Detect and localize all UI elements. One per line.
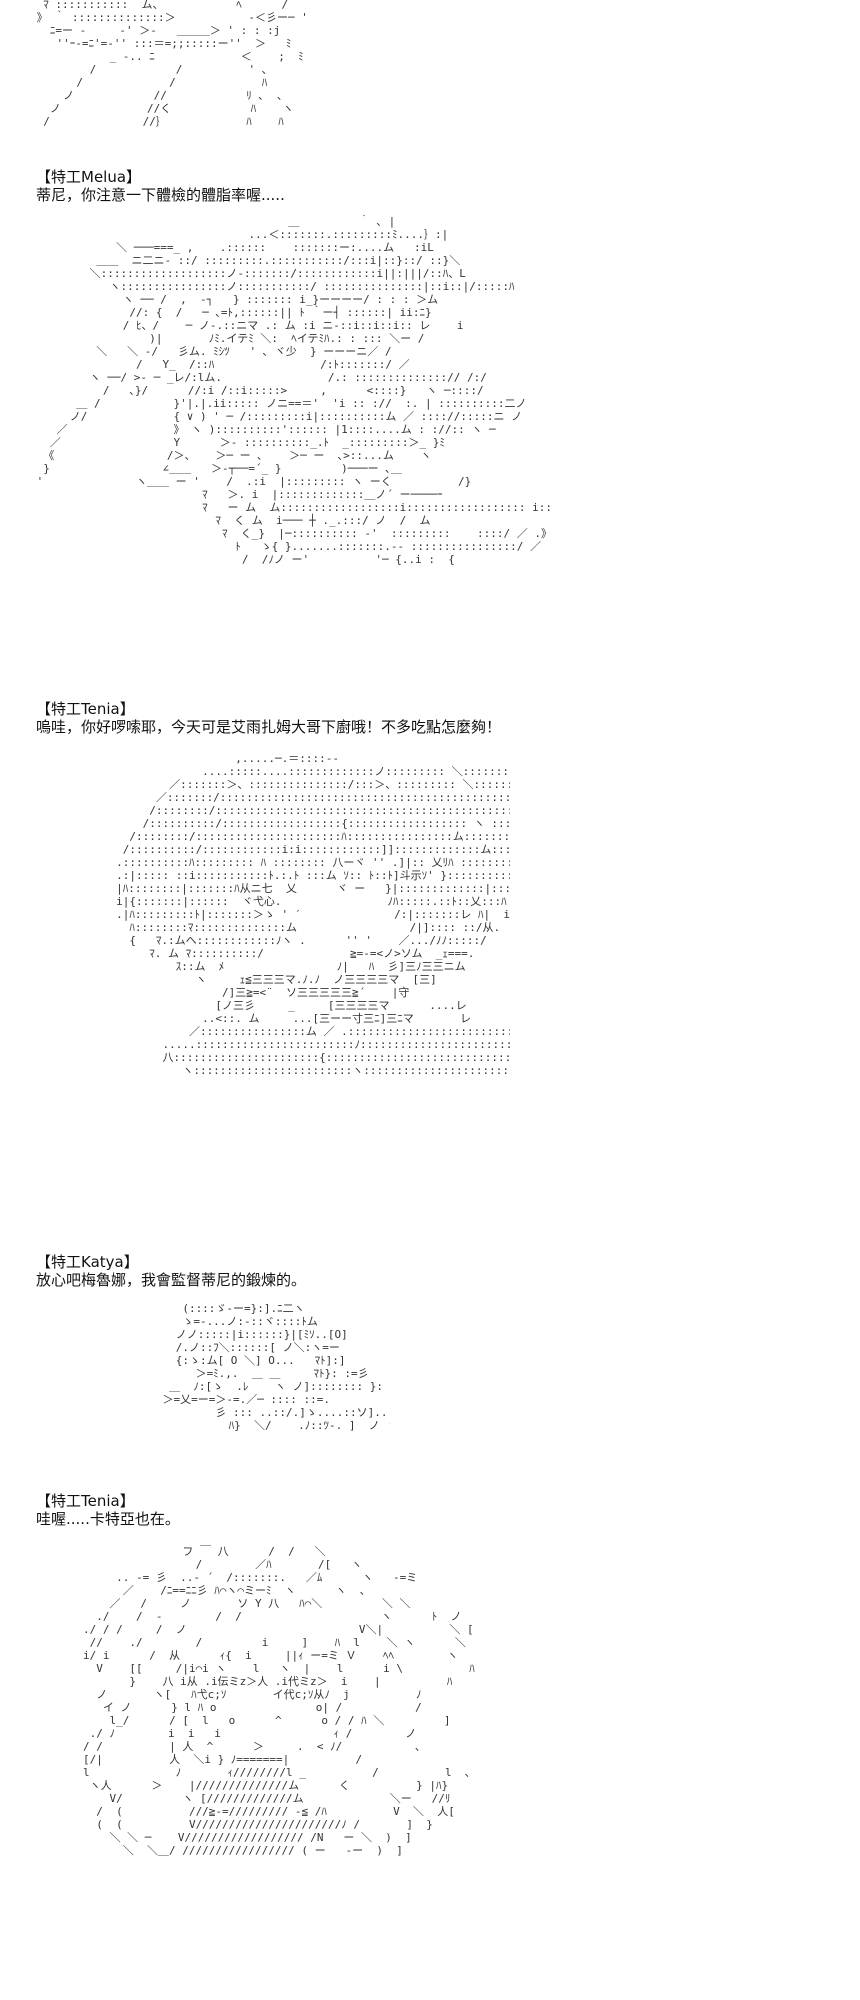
dialog-block-tenia-second: 【特工Tenia】 哇喔.....卡特亞也在。 bbox=[36, 1492, 816, 1528]
ascii-art-character-katya: ,.....─.＝::::-‐ ....:::::....:::::::::::… bbox=[116, 752, 510, 1077]
speaker-name: 【特工Tenia】 bbox=[36, 700, 135, 718]
dialog-line: 蒂尼，你注意一下體檢的體脂率喔..... bbox=[36, 186, 285, 204]
speaker-name: 【特工Tenia】 bbox=[36, 1492, 135, 1510]
dialog-block-katya: 【特工Katya】 放心吧梅魯娜，我會監督蒂尼的鍛煉的。 bbox=[36, 1253, 816, 1289]
speaker-name: 【特工Melua】 bbox=[36, 168, 142, 186]
dialog-line: 放心吧梅魯娜，我會監督蒂尼的鍛煉的。 bbox=[36, 1271, 307, 1289]
dialog-line: 哇喔.....卡特亞也在。 bbox=[36, 1510, 180, 1528]
ascii-art-character-tenia: フ ￣ 八 / / ＼ / ／ﾊ /[ ヽ .. -= 彡 ..- ´ /:::… bbox=[82, 1545, 475, 1857]
ascii-art-top-fragment: ﾏ ::::::::::: ム、 ﾍ / 》 ｀ ::::::::::::::＞… bbox=[36, 0, 308, 128]
dialog-block-tenia-first: 【特工Tenia】 嗚哇，你好啰嗦耶，今天可是艾雨扎姆大哥下廚哦！不多吃點怎麼夠… bbox=[36, 700, 816, 736]
ascii-art-character-melua: ＿ ｀ ､ | ...＜:::::::.:::::::::ﾐ....｝:| ＼ … bbox=[36, 215, 550, 566]
dialog-block-melua: 【特工Melua】 蒂尼，你注意一下體檢的體脂率喔..... bbox=[36, 168, 816, 204]
ascii-art-character-small: (::::ゞ-ー=}:].ﾆ二ヽ ゝ=-...ノ:-::ヾ::::ﾄム ノノ::… bbox=[162, 1302, 390, 1432]
dialog-line: 嗚哇，你好啰嗦耶，今天可是艾雨扎姆大哥下廚哦！不多吃點怎麼夠！ bbox=[36, 718, 502, 736]
speaker-name: 【特工Katya】 bbox=[36, 1253, 139, 1271]
